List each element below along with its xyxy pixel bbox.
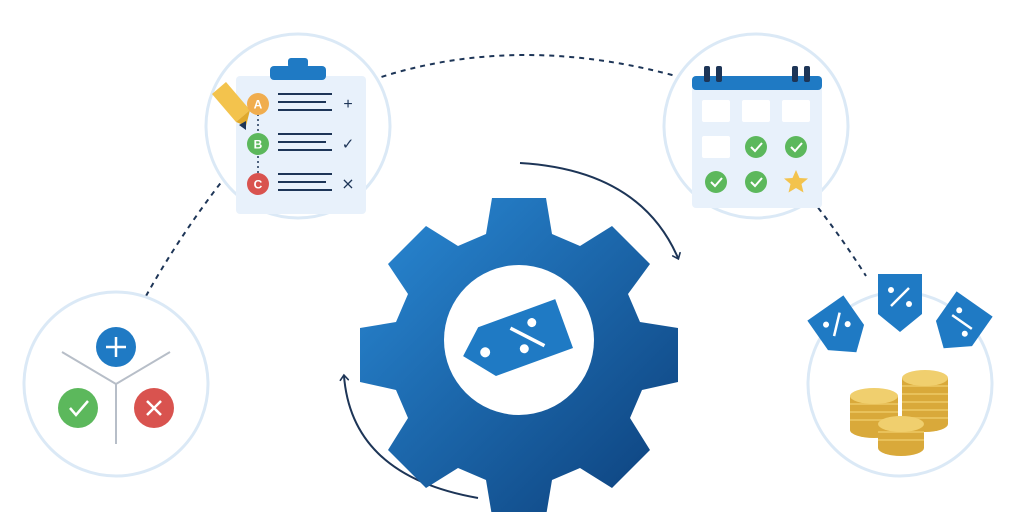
clipboard-checklist-icon: A + B ✓ C × [212, 58, 366, 214]
dashed-connector [145, 54, 867, 297]
rotation-arrow-bottom [339, 373, 479, 499]
checklist-letter-b: B [254, 138, 263, 152]
tags-coins-circle [806, 274, 994, 478]
star-icon [784, 170, 808, 193]
cross-mark: × [341, 174, 354, 193]
pencil-icon [212, 82, 250, 126]
checklist-letter-a: A [254, 98, 263, 112]
check-mark: ✓ [342, 135, 355, 153]
plus-mark: + [343, 96, 352, 113]
rotation-arrow-top [519, 162, 681, 261]
decision-circle [22, 290, 210, 478]
decision-branch-icon [58, 327, 174, 444]
calendar-checks-icon [692, 66, 822, 208]
calendar-circle [662, 32, 850, 220]
gear-with-price-tag-icon [360, 198, 678, 512]
checklist-circle: A + B ✓ C × [204, 32, 392, 220]
coin-stacks [850, 370, 948, 456]
price-tags-and-coins-icon [807, 274, 993, 456]
checklist-letter-c: C [254, 178, 263, 192]
